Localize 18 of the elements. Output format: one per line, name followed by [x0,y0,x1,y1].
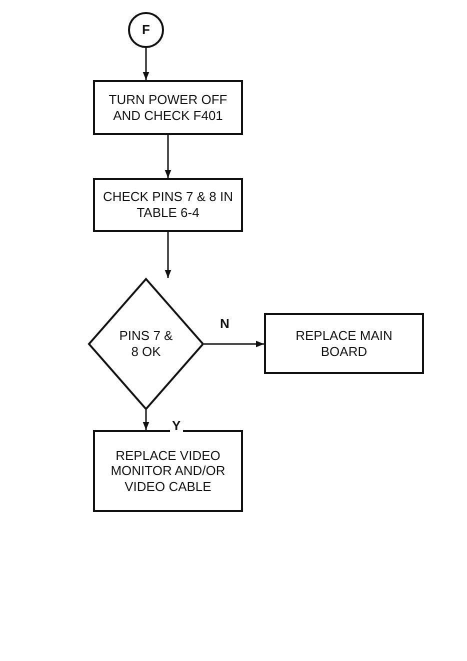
node-label: PINS 7 & 8 OK [118,328,174,360]
process-box [264,313,424,374]
process-box [93,178,243,232]
edge-label: N [218,316,232,331]
node-label: TURN POWER OFF AND CHECK F401 [108,92,228,124]
node-label: CHECK PINS 7 & 8 IN TABLE 6-4 [102,189,234,221]
node-label: REPLACE MAIN BOARD [294,328,394,360]
arrow [142,410,150,430]
arrow [164,135,172,178]
arrow [142,48,150,80]
arrow [164,232,172,278]
node-label: REPLACE VIDEO MONITOR AND/OR VIDEO CABLE [110,448,226,494]
arrow [204,340,264,348]
edge-label: Y [170,418,183,433]
process-box [93,80,243,135]
connector-circle [128,12,164,48]
node-label: F [142,22,150,38]
process-box [93,430,243,512]
